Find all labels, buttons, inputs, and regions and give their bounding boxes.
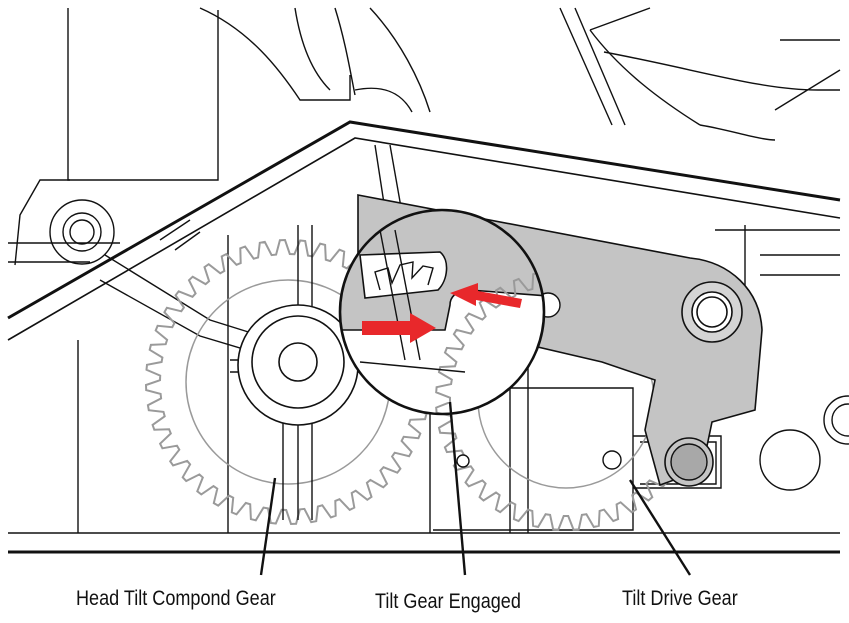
engagement-arrows <box>362 283 522 343</box>
drive-gear-pin <box>602 450 622 470</box>
left-boss <box>49 199 115 265</box>
base-plate <box>8 532 840 554</box>
upper-housing <box>8 7 841 266</box>
arrow-left-pointing <box>450 283 522 308</box>
leader-tilt-drive <box>628 479 692 576</box>
leader-lines <box>259 401 692 576</box>
lever-pin <box>670 443 708 481</box>
arrow-right-pointing <box>362 313 436 343</box>
leader-head-tilt <box>259 477 277 576</box>
post-hole <box>456 454 470 468</box>
label-tilt-drive-gear: Tilt Drive Gear <box>622 587 738 610</box>
label-head-tilt-compound-gear: Head Tilt Compond Gear <box>76 587 276 610</box>
frame-rails <box>7 120 841 361</box>
right-bosses <box>759 395 849 491</box>
label-tilt-gear-engaged: Tilt Gear Engaged <box>375 590 521 613</box>
arm-pivot <box>681 281 743 343</box>
compound-gear-hub <box>237 304 359 426</box>
leader-tilt-engaged <box>448 401 467 576</box>
magnified-gear-teeth <box>435 269 544 414</box>
